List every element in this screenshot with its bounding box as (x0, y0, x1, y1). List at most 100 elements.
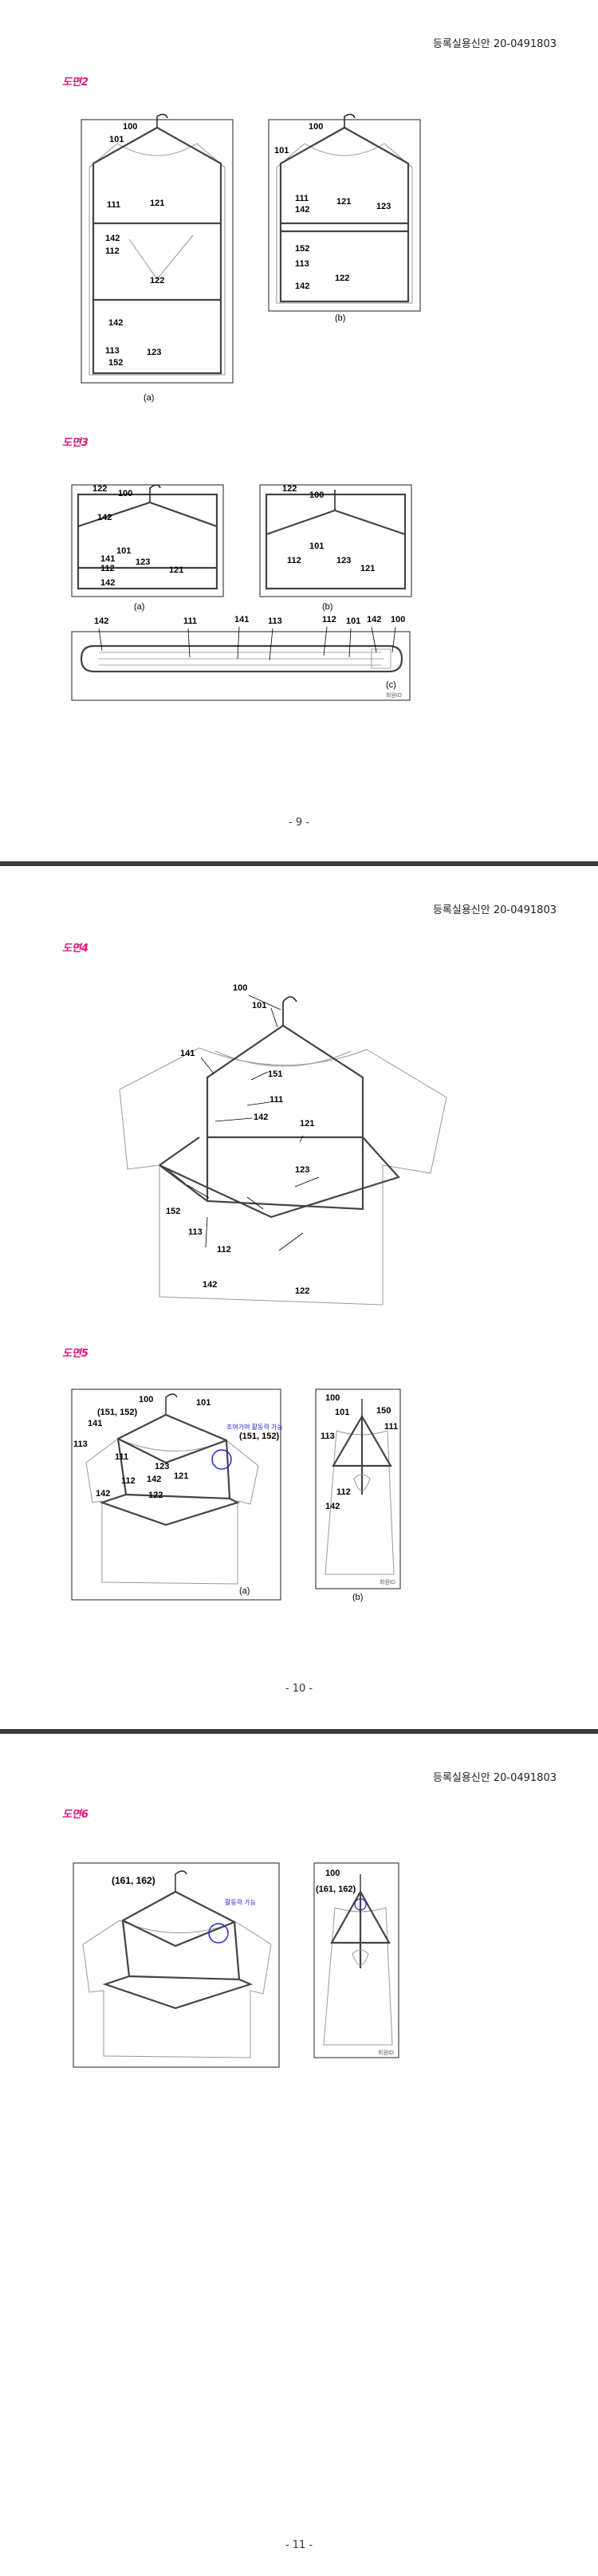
label-112: 112 (322, 615, 336, 624)
label-101: 101 (252, 1001, 266, 1010)
figure-5b-caption: (b) (352, 1593, 363, 1602)
label-111: 111 (107, 200, 120, 210)
figure-2b-caption: (b) (335, 313, 345, 323)
figure-5b-drawing: 100 101 150 113 111 112 142 (b) 회원ID (315, 1388, 401, 1602)
label-142: 142 (295, 205, 309, 215)
annotation-text: 조여가며 활동력 가능 (226, 1423, 283, 1431)
label-122: 122 (282, 484, 297, 494)
document-page-11: 등록실용신안 20-0491803 도면6 (161, 162) 활동력 가능 … (0, 1734, 598, 2576)
label-101: 101 (116, 546, 131, 556)
figure-4-title: 도면4 (62, 943, 89, 955)
figure-5a-caption: (a) (239, 1586, 250, 1596)
label-101: 101 (274, 146, 289, 156)
label-113: 113 (73, 1440, 88, 1449)
label-141: 141 (88, 1419, 102, 1428)
page-number: - 10 - (285, 1683, 313, 1695)
label-112: 112 (217, 1245, 231, 1255)
label-161-162: (161, 162) (112, 1875, 155, 1886)
label-141: 141 (234, 615, 249, 624)
label-142: 142 (94, 616, 108, 626)
label-150: 150 (376, 1406, 391, 1416)
label-100: 100 (309, 490, 324, 500)
label-111: 111 (269, 1095, 283, 1105)
figure-2a-caption: (a) (144, 393, 154, 403)
figure-2-title: 도면2 (62, 77, 89, 89)
label-111: 111 (384, 1422, 398, 1432)
label-122: 122 (92, 484, 107, 494)
label-121: 121 (336, 197, 351, 207)
label-142: 142 (325, 1502, 340, 1511)
figure-3c-caption: (c) (386, 680, 396, 690)
label-142b: 142 (367, 615, 381, 624)
label-112: 112 (336, 1487, 351, 1497)
stamp-text: 회원ID (380, 1578, 395, 1585)
page-gap (0, 1729, 598, 1734)
label-121: 121 (150, 199, 164, 208)
label-122: 122 (150, 276, 164, 286)
label-151-152b: (151, 152) (239, 1432, 279, 1441)
figure-6a-drawing: (161, 162) 활동력 가능 (73, 1862, 280, 2068)
page-number: - 9 - (289, 817, 309, 829)
label-122: 122 (295, 1286, 309, 1296)
label-101: 101 (346, 616, 360, 626)
figure-3b-drawing: 122 100 101 112 123 121 (b) (259, 484, 412, 612)
label-111: 111 (115, 1452, 128, 1462)
label-113: 113 (321, 1432, 335, 1441)
figure-4-drawing: 100 101 141 151 111 142 121 123 152 113 … (119, 983, 447, 1306)
label-142: 142 (147, 1475, 161, 1484)
annotation-text: 활동력 가능 (225, 1898, 256, 1906)
label-100: 100 (309, 122, 323, 132)
page-header: 등록실용신안 20-0491803 (432, 904, 557, 916)
label-141: 141 (180, 1049, 195, 1058)
label-161-162: (161, 162) (316, 1885, 356, 1894)
page-number: - 11 - (285, 2539, 313, 2551)
label-113: 113 (268, 616, 282, 626)
label-100: 100 (325, 1393, 340, 1403)
figure-3-title: 도면3 (62, 437, 89, 449)
figure-6b-drawing: 100 (161, 162) 회원ID (313, 1862, 399, 2058)
label-142b: 142 (108, 318, 123, 328)
label-100: 100 (123, 122, 137, 132)
label-113: 113 (188, 1227, 203, 1237)
label-101: 101 (309, 542, 324, 551)
label-142b: 142 (295, 282, 309, 291)
label-100: 100 (391, 615, 405, 624)
label-123: 123 (336, 556, 351, 565)
label-100: 100 (325, 1869, 340, 1878)
label-141: 141 (100, 554, 115, 564)
label-121: 121 (300, 1119, 314, 1128)
label-123: 123 (295, 1165, 309, 1175)
label-142b: 142 (100, 578, 115, 588)
label-101: 101 (335, 1408, 349, 1417)
label-122: 122 (148, 1491, 163, 1500)
label-112: 112 (105, 246, 120, 256)
page-header: 등록실용신안 20-0491803 (432, 1772, 557, 1784)
label-111: 111 (295, 194, 309, 203)
label-142b: 142 (203, 1280, 217, 1290)
label-123: 123 (136, 557, 150, 567)
figure-3c-drawing: 142 111 141 113 112 101 142 100 (c) 회원ID (71, 615, 411, 701)
stamp-text: 회원ID (378, 2049, 394, 2056)
label-142: 142 (105, 234, 120, 243)
label-113: 113 (295, 259, 309, 269)
document-page-9: 등록실용신안 20-0491803 도면2 100 101 111 121 14… (0, 0, 598, 861)
label-123: 123 (155, 1462, 169, 1471)
figure-2b-drawing: 100 101 111 142 121 123 152 113 142 122 … (268, 113, 421, 323)
label-142: 142 (254, 1113, 268, 1122)
label-100: 100 (139, 1395, 153, 1404)
label-152: 152 (295, 244, 309, 254)
label-121: 121 (169, 565, 183, 575)
label-100: 100 (233, 983, 247, 993)
label-112: 112 (121, 1476, 136, 1486)
label-111: 111 (183, 616, 197, 626)
label-142: 142 (97, 513, 112, 522)
figure-3a-caption: (a) (134, 602, 144, 612)
label-152: 152 (108, 358, 123, 368)
figure-5a-drawing: 100 (151, 152) 101 141 113 111 123 142 1… (71, 1388, 283, 1601)
label-121: 121 (360, 564, 375, 573)
figure-5-title: 도면5 (62, 1348, 89, 1360)
figure-3a-drawing: 122 100 142 101 141 112 142 123 121 (a) (71, 484, 224, 612)
label-152: 152 (166, 1207, 180, 1216)
label-100: 100 (118, 489, 132, 498)
stamp-text: 회원ID (386, 691, 402, 699)
